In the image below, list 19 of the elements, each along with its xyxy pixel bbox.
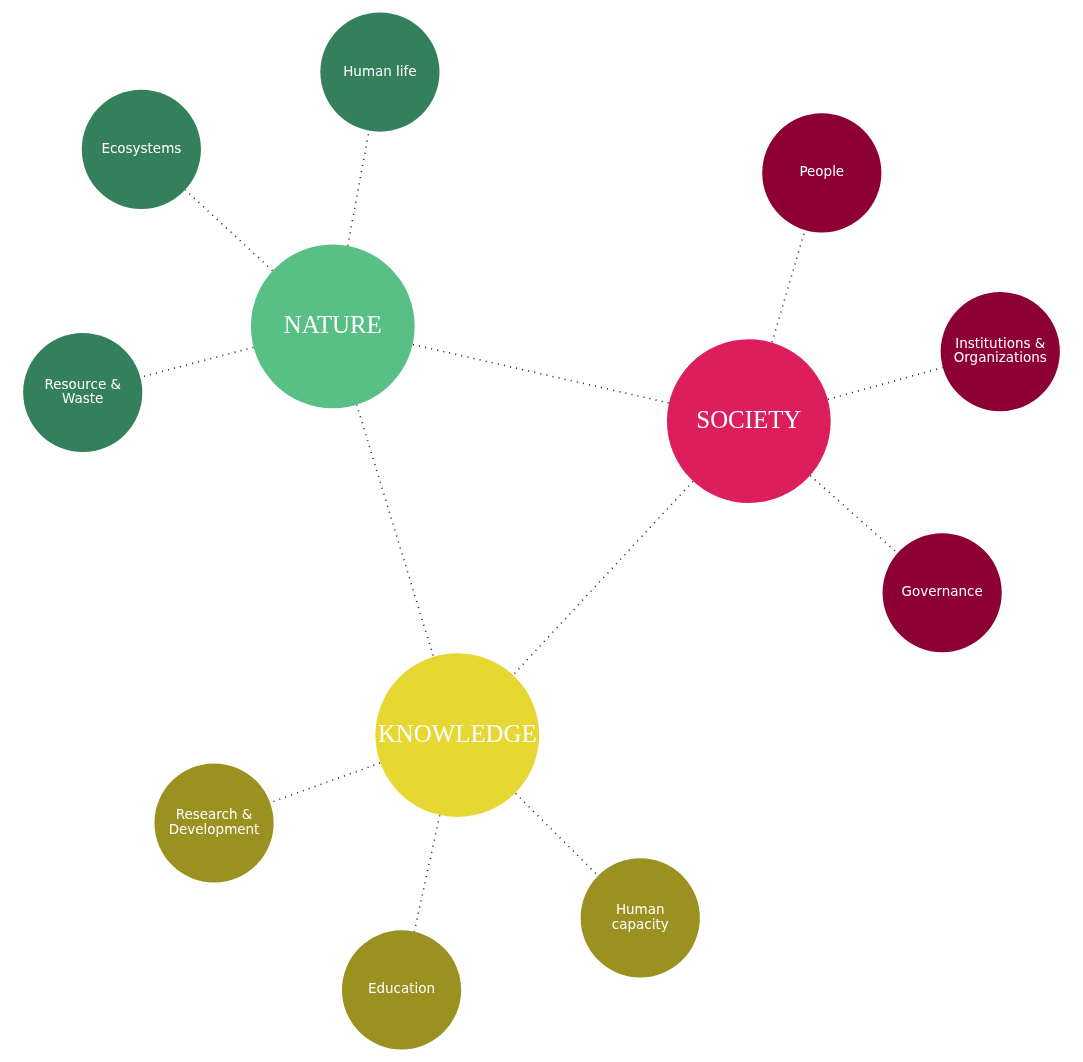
connector	[412, 343, 670, 404]
connector	[512, 480, 694, 676]
node-circle: Resource & Waste	[23, 332, 143, 453]
connector	[184, 189, 274, 272]
node-circle: Research & Development	[154, 763, 274, 883]
node-circle: Ecosystems	[81, 89, 201, 209]
node-circle: KNOWLEDGE	[375, 653, 540, 817]
node-circle: SOCIETY	[666, 339, 831, 503]
node-circle: NATURE	[250, 244, 415, 409]
connector	[413, 814, 441, 933]
connector	[827, 366, 944, 401]
node-circle: Human life	[320, 12, 440, 132]
connector	[355, 403, 435, 658]
node-circle: Education	[341, 930, 462, 1050]
node-circle: Human capacity	[580, 858, 700, 978]
node-circle: Governance	[882, 533, 1002, 653]
connector	[514, 792, 599, 877]
node-circle: Institutions & Organizations	[940, 292, 1060, 412]
node-circle: People	[762, 113, 882, 233]
